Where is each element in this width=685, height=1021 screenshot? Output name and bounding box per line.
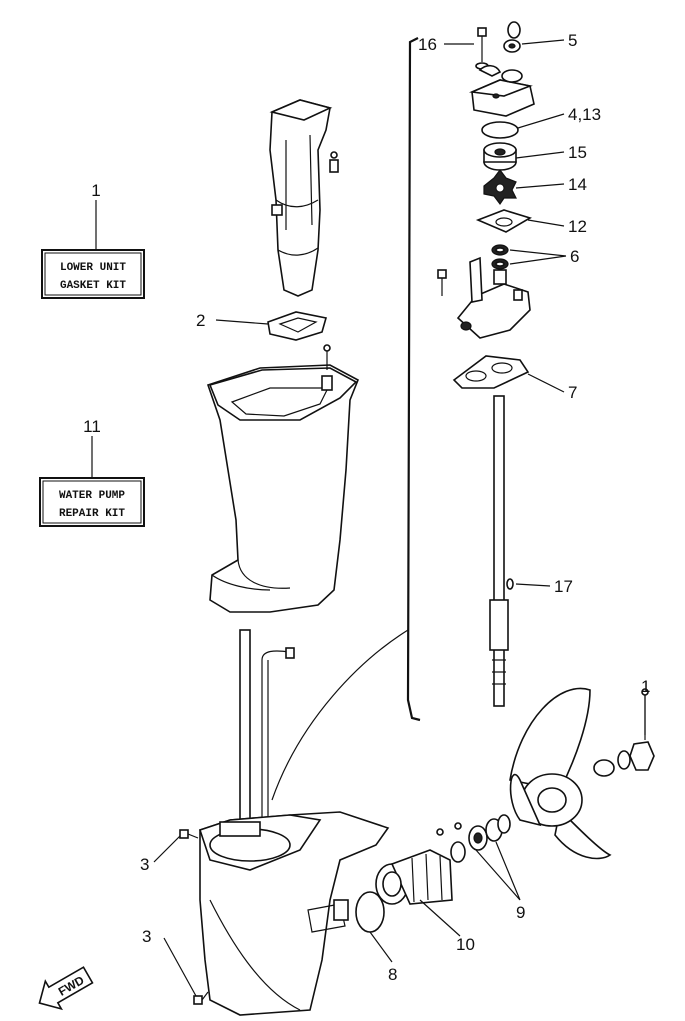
callout-5: 5 — [568, 31, 577, 50]
callout-9: 9 — [516, 903, 525, 922]
group-bracket — [406, 37, 421, 722]
callout-4-13: 4,13 — [568, 105, 601, 124]
callout-11-kit: 11 — [83, 417, 101, 436]
drive-shaft-housing — [206, 344, 360, 613]
insert-part-4-13 — [481, 121, 519, 139]
callout-10: 10 — [456, 935, 475, 954]
callout-2: 2 — [196, 311, 205, 330]
callout-1-kit: 1 — [91, 181, 100, 200]
lower-unit-gearcase — [198, 811, 390, 1016]
propeller — [509, 687, 612, 860]
pump-drive-shaft — [489, 395, 514, 707]
o-ring-part-8 — [355, 891, 385, 933]
outer-plate-part-12 — [475, 209, 532, 233]
prop-spacer — [593, 759, 615, 777]
drive-shaft — [239, 629, 295, 830]
exhaust-tube — [269, 99, 339, 297]
oil-seals-part-6 — [491, 244, 509, 270]
impeller-part-14 — [483, 169, 517, 206]
leader-lines — [91, 39, 646, 997]
kit-1-line2: GASKET KIT — [60, 280, 126, 292]
grommet-part-5 — [503, 21, 521, 53]
gasket-part-2 — [267, 311, 328, 341]
callout-3-upper: 3 — [140, 855, 149, 874]
bracket-leader — [271, 629, 409, 801]
kit-box-lower-unit-gasket: LOWER UNIT GASKET KIT — [41, 249, 145, 299]
kit-11-line1: WATER PUMP — [59, 490, 125, 502]
prop-washer — [617, 750, 631, 770]
impeller-cup-part-15 — [483, 142, 517, 171]
pump-housing — [468, 64, 535, 117]
seals-part-9 — [450, 814, 511, 863]
bolt-part-16 — [475, 27, 489, 70]
fwd-arrow: FWD — [38, 966, 94, 1011]
kit-box-water-pump-repair: WATER PUMP REPAIR KIT — [39, 477, 145, 527]
callout-16: 16 — [418, 35, 437, 54]
callout-3-lower: 3 — [142, 927, 151, 946]
callout-14: 14 — [568, 175, 587, 194]
bearing-housing-part-10 — [375, 849, 453, 905]
kit-1-line1: LOWER UNIT — [60, 262, 126, 274]
screw-part-3-upper — [179, 829, 199, 839]
callout-15: 15 — [568, 143, 587, 162]
callout-1: 1 — [641, 677, 650, 696]
callout-12: 12 — [568, 217, 587, 236]
callout-17: 17 — [554, 577, 573, 596]
pump-gasket-part-7 — [452, 355, 530, 389]
callout-7: 7 — [568, 383, 577, 402]
kit-11-line2: REPAIR KIT — [59, 508, 125, 520]
callout-6: 6 — [570, 247, 579, 266]
callout-8: 8 — [388, 965, 397, 984]
pump-base — [437, 256, 531, 339]
screw-part-3-lower — [193, 991, 209, 1005]
prop-nut — [629, 741, 655, 771]
